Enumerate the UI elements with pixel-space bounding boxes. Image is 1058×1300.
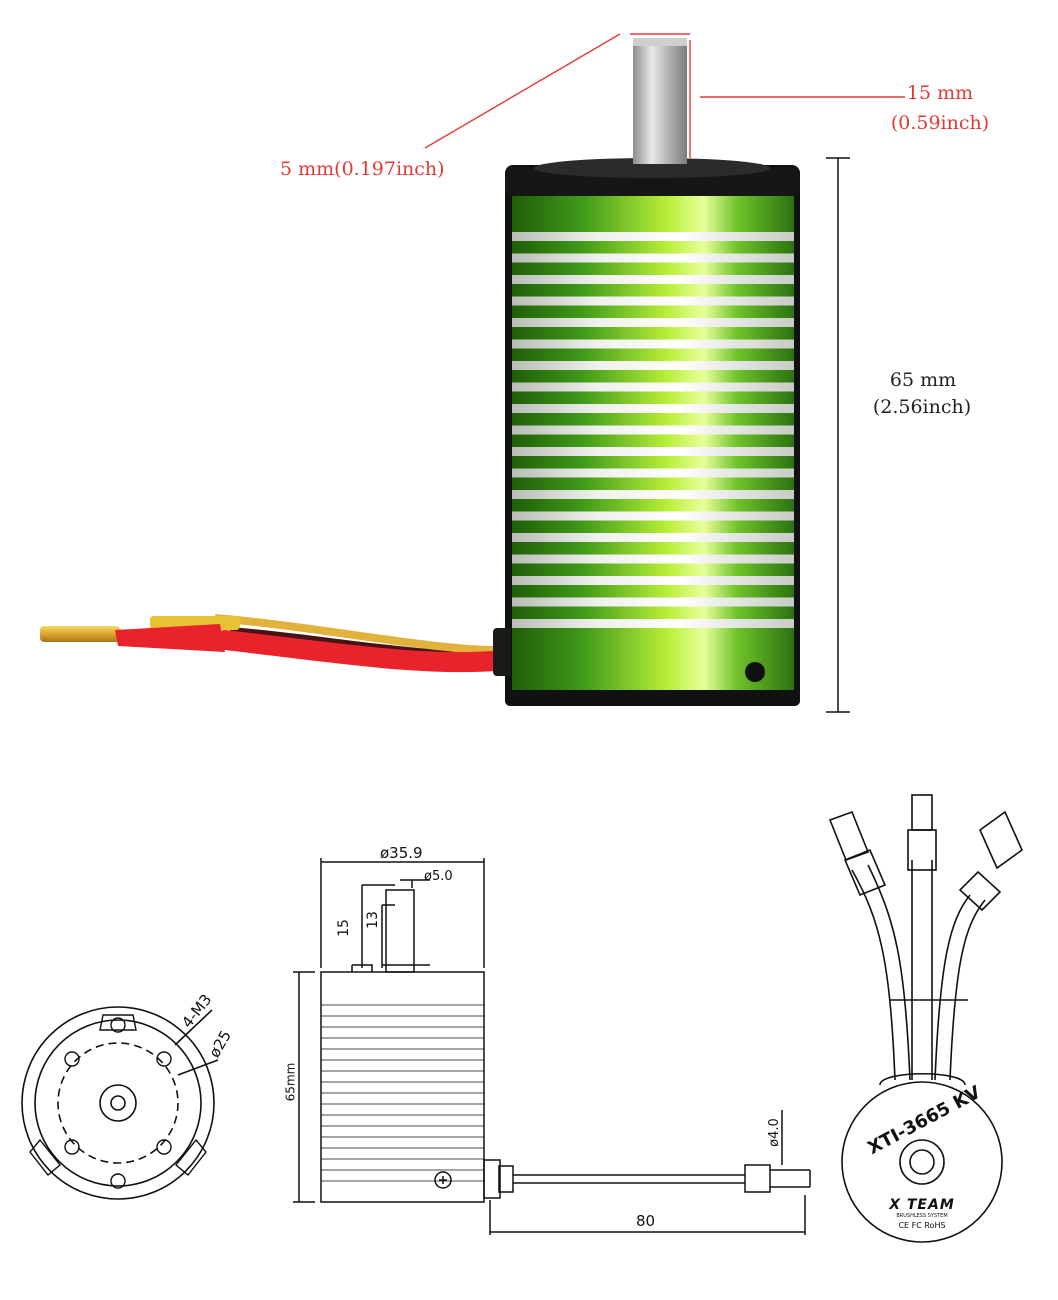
- certification-marks: CE FC RoHS: [898, 1221, 946, 1230]
- shaft-length-inch-label: (0.59inch): [890, 112, 990, 134]
- connector-diameter-label: ø4.0: [766, 1118, 782, 1147]
- shaft-diameter-label: 5 mm(0.197inch): [280, 158, 445, 180]
- motor-shaft: [633, 42, 687, 164]
- shaft-flat-label: 13: [364, 911, 381, 929]
- wire-length-label: 80: [636, 1212, 656, 1230]
- brand-logo-text: X TEAM: [889, 1197, 955, 1213]
- body-length-drawing-label: 65mm: [283, 1062, 298, 1102]
- motor-photo: [40, 38, 800, 706]
- bullet-connector: [40, 626, 120, 642]
- front-view: [21, 1006, 219, 1200]
- motor-can: [512, 190, 794, 690]
- shaft-diameter-drawing-label: ø5.0: [424, 869, 453, 884]
- photo-dimension-lines: [424, 33, 905, 158]
- body-length-mm-label: 65 mm: [889, 369, 957, 391]
- brand-logo-subtext: BRUSHLESS SYSTEM: [896, 1213, 948, 1219]
- body-length-inch-label: (2.56inch): [872, 396, 972, 418]
- mount-screw: [745, 662, 765, 682]
- body-diameter-label: ø35.9: [380, 844, 423, 862]
- body-length-dimension: [826, 157, 850, 713]
- shaft-total-label: 15: [335, 919, 352, 937]
- side-view: [293, 858, 811, 1235]
- shaft-length-mm-label: 15 mm: [906, 82, 974, 104]
- brand-logo: X TEAM BRUSHLESS SYSTEM CE FC RoHS: [880, 1197, 964, 1230]
- motor-wires: [40, 614, 515, 673]
- cooling-fins: [512, 232, 794, 628]
- rear-view: [828, 794, 1023, 1243]
